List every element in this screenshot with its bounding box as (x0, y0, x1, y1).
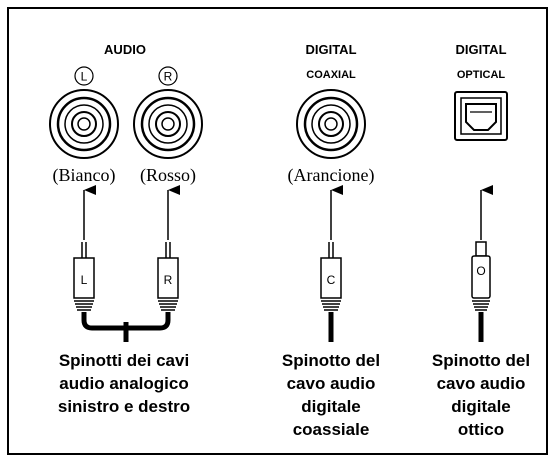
coaxial-jack (296, 89, 366, 159)
coaxial-caption-line-4: coassiale (293, 420, 370, 439)
analog-caption-line-2: audio analogico (59, 374, 188, 393)
analog-heading: AUDIO (104, 42, 146, 57)
coaxial-subheading: COAXIAL (306, 69, 356, 81)
analog-caption-line-3: sinistro e destro (58, 397, 190, 416)
optical-caption-line-3: digitale (451, 397, 511, 416)
svg-text:R: R (164, 70, 173, 84)
svg-text:L: L (81, 273, 88, 287)
svg-text:O: O (476, 264, 485, 278)
left-channel-marker: L (74, 66, 94, 86)
optical-subheading: OPTICAL (457, 69, 506, 81)
coaxial-caption-line-3: digitale (301, 397, 361, 416)
optical-heading: DIGITAL (455, 42, 506, 57)
svg-text:R: R (164, 273, 173, 287)
rca-jack-left (49, 89, 119, 159)
rca-jack-right (133, 89, 203, 159)
right-color-label: (Rosso) (140, 165, 196, 186)
right-channel-marker: R (158, 66, 178, 86)
left-color-label: (Bianco) (53, 165, 116, 186)
rca-plug-left: L (73, 242, 95, 311)
optical-caption-line-1: Spinotto del (432, 351, 530, 370)
svg-text:L: L (81, 70, 88, 84)
diagram-frame (7, 7, 548, 455)
svg-text:C: C (327, 273, 336, 287)
coaxial-caption-line-1: Spinotto del (282, 351, 380, 370)
coaxial-plug: C (320, 242, 342, 311)
coaxial-heading: DIGITAL (305, 42, 356, 57)
optical-caption-line-4: ottico (458, 420, 504, 439)
optical-jack (454, 91, 508, 141)
rca-plug-right: R (157, 242, 179, 311)
coaxial-caption-line-2: cavo audio (287, 374, 376, 393)
optical-plug: O (471, 241, 491, 311)
optical-caption-line-2: cavo audio (437, 374, 526, 393)
coaxial-color-label: (Arancione) (288, 165, 375, 186)
analog-caption-line-1: Spinotti dei cavi (59, 351, 189, 370)
